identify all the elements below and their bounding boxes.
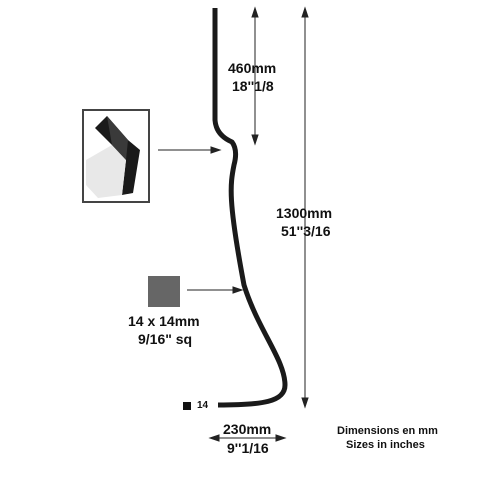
baluster-bar bbox=[212, 8, 288, 408]
width-dimension-mm: 230mm bbox=[223, 421, 272, 437]
section-square bbox=[148, 276, 180, 307]
top-dimension-arrow bbox=[251, 6, 259, 146]
section-pointer-arrow bbox=[187, 286, 244, 294]
width-dimension-inches: 9''1/16 bbox=[227, 440, 269, 456]
height-dimension-arrow bbox=[301, 6, 309, 409]
section-size-inches: 9/16" sq bbox=[138, 331, 193, 347]
section-size-mm: 14 x 14mm bbox=[128, 313, 200, 329]
height-dimension-mm: 1300mm bbox=[276, 205, 333, 221]
twist-detail-icon bbox=[86, 116, 140, 198]
small-section-label: 14 bbox=[197, 400, 209, 411]
units-note-inches: Sizes in inches bbox=[346, 439, 425, 451]
top-dimension-inches: 18''1/8 bbox=[232, 78, 274, 94]
units-note-mm: Dimensions en mm bbox=[337, 425, 438, 437]
height-dimension-inches: 51''3/16 bbox=[281, 223, 331, 239]
top-dimension-mm: 460mm bbox=[228, 60, 277, 76]
width-dimension-arrow bbox=[208, 434, 287, 442]
small-section-marker bbox=[183, 402, 191, 410]
detail-pointer-arrow bbox=[158, 146, 222, 154]
